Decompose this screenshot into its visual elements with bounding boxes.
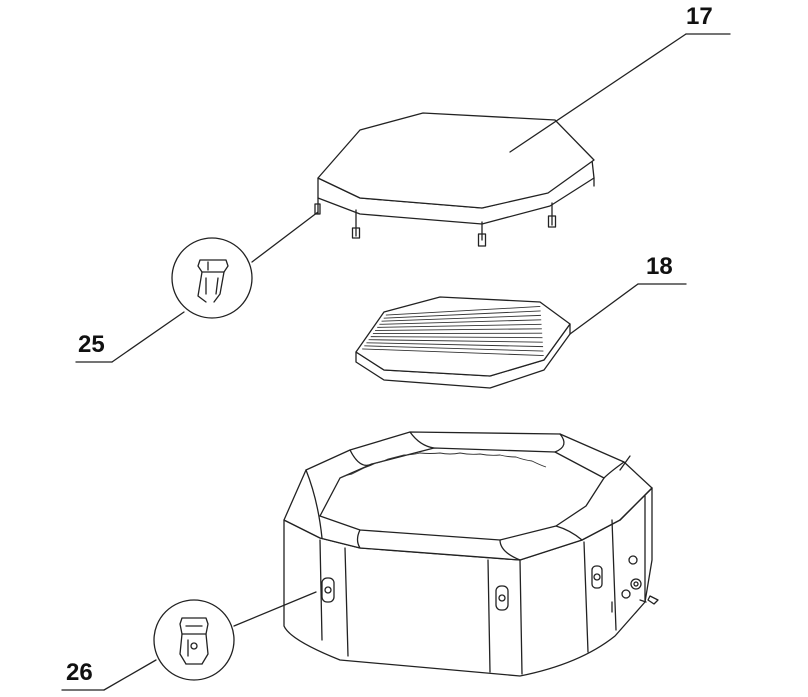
callout-25: 25 — [78, 331, 105, 358]
detail-25-strap-buckle — [171, 237, 253, 319]
board-slat-line — [381, 314, 541, 322]
insulation-board — [355, 296, 571, 389]
board-slat-line — [366, 342, 544, 348]
callout-18: 18 — [646, 253, 673, 280]
board-slat-line — [385, 306, 541, 316]
leader-lines — [61, 33, 731, 691]
spa-cover — [314, 112, 595, 247]
board-slat-line — [377, 323, 542, 328]
detail-26-buckle-clip — [153, 599, 235, 681]
board-slat-line — [368, 339, 543, 343]
board-slat-line — [362, 348, 544, 356]
callout-17: 17 — [686, 3, 713, 30]
board-slat-line — [383, 310, 541, 319]
board-slat-line — [375, 328, 542, 331]
callout-26: 26 — [66, 659, 93, 686]
spa-tub-body — [283, 431, 659, 677]
board-slat-line — [370, 336, 543, 339]
board-slat-line — [379, 319, 542, 325]
board-slat-line — [364, 345, 544, 352]
